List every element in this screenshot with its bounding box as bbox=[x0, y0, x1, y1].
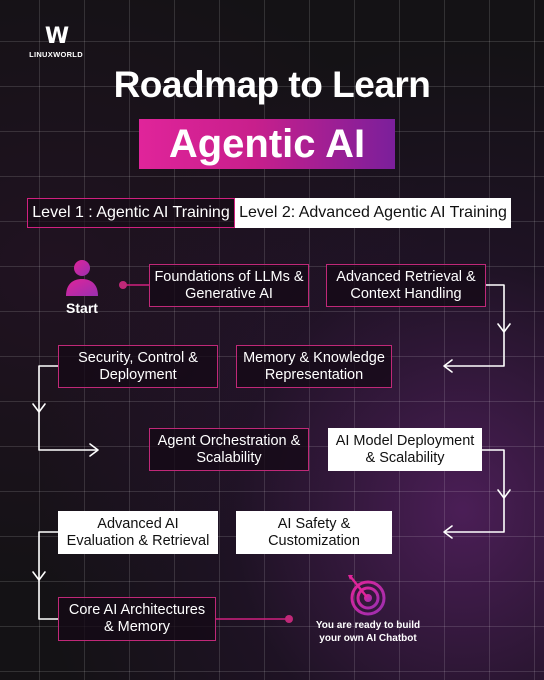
finish-dot bbox=[285, 615, 293, 623]
step-memory-knowledge: Memory & Knowledge Representation bbox=[236, 345, 392, 388]
start-label: Start bbox=[66, 300, 98, 316]
level-1-legend: Level 1 : Agentic AI Training bbox=[27, 198, 235, 228]
step-security-control: Security, Control & Deployment bbox=[58, 345, 218, 388]
brand-logo: W LINUXWORLD bbox=[28, 24, 84, 60]
start-dot bbox=[119, 281, 127, 289]
finish-message: You are ready to build your own AI Chatb… bbox=[315, 620, 421, 644]
title-highlight: Agentic AI bbox=[139, 119, 395, 169]
step-core-architectures: Core AI Architectures & Memory bbox=[58, 597, 216, 641]
target-icon bbox=[348, 574, 386, 616]
person-icon bbox=[66, 260, 98, 296]
step-foundations-llm: Foundations of LLMs & Generative AI bbox=[149, 264, 309, 307]
logo-mark: W bbox=[44, 24, 69, 49]
step-advanced-retrieval: Advanced Retrieval & Context Handling bbox=[326, 264, 486, 307]
step-ai-safety: AI Safety & Customization bbox=[236, 511, 392, 554]
step-agent-orchestration: Agent Orchestration & Scalability bbox=[149, 428, 309, 471]
step-advanced-evaluation: Advanced AI Evaluation & Retrieval bbox=[58, 511, 218, 554]
step-ai-model-deployment: AI Model Deployment & Scalability bbox=[328, 428, 482, 471]
logo-name: LINUXWORLD bbox=[29, 50, 83, 59]
page-title: Roadmap to Learn bbox=[113, 64, 431, 105]
level-2-legend: Level 2: Advanced Agentic AI Training bbox=[235, 198, 511, 228]
